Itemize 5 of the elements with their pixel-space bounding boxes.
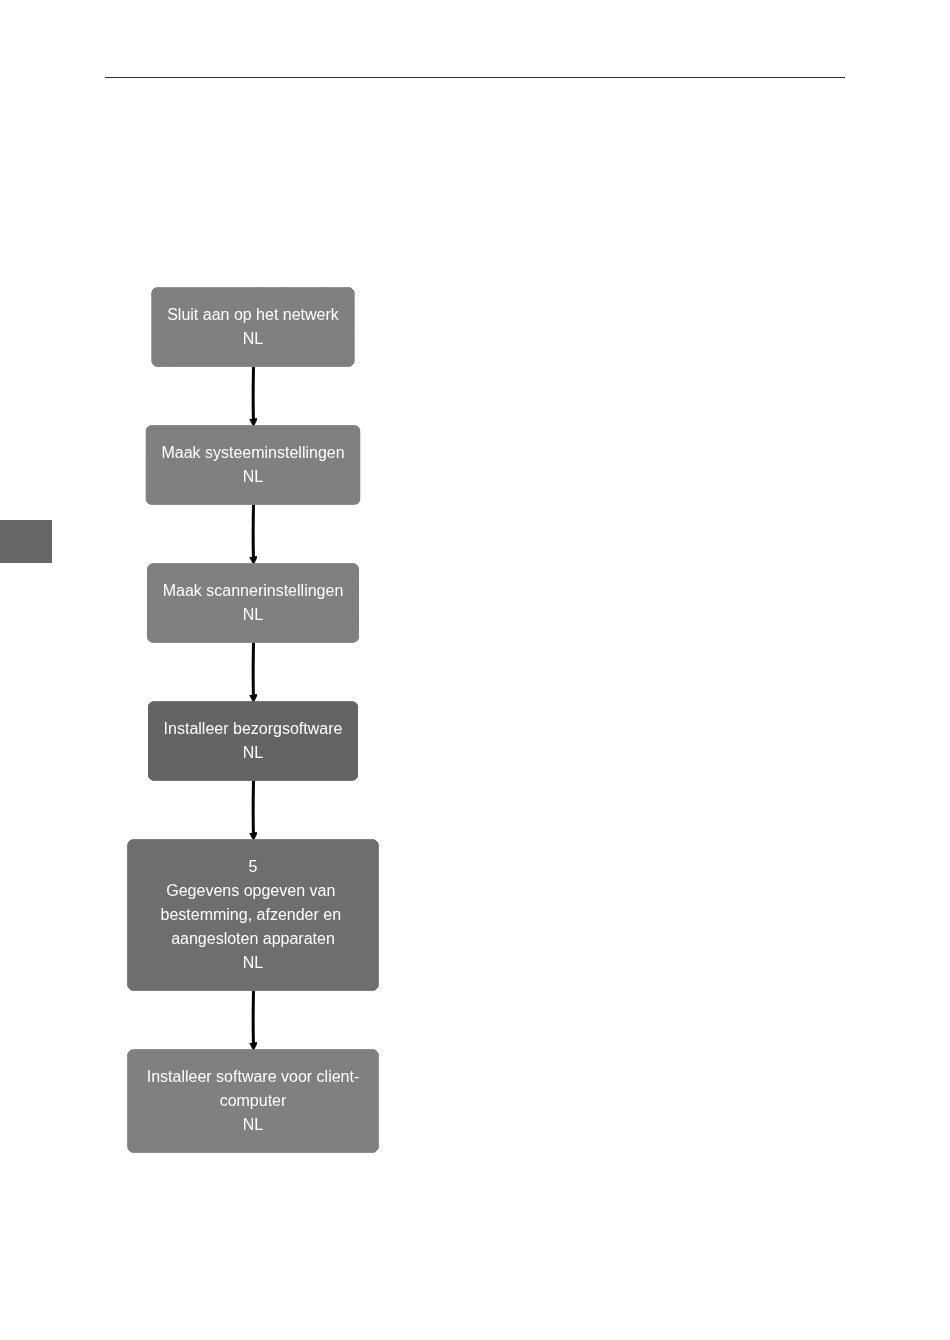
arrow	[248, 366, 258, 427]
arrow	[248, 504, 258, 565]
arrow	[248, 780, 258, 841]
arrow	[248, 990, 258, 1051]
arrow	[248, 642, 258, 703]
